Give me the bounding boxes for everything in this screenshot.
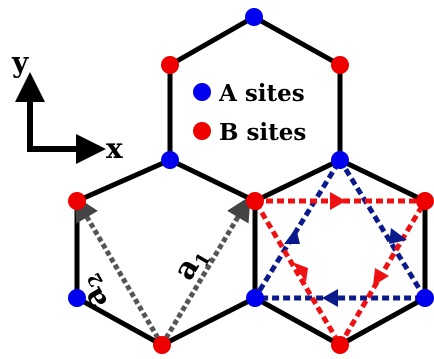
red-arrow-marker-left <box>292 262 308 282</box>
y-axis-label: y <box>11 46 29 79</box>
a-site <box>416 289 434 307</box>
lattice-bond <box>167 157 258 204</box>
b-site <box>153 336 171 354</box>
a-site <box>331 151 349 169</box>
lattice-bond <box>74 157 173 204</box>
coordinate-axes: y x <box>11 46 123 165</box>
legend-a-site-label: A sites <box>218 80 305 107</box>
b-site <box>68 192 86 210</box>
blue-arrow-marker-bottom <box>322 289 338 307</box>
lattice-bond <box>252 157 343 204</box>
nnn-hopping-triangles <box>250 155 430 350</box>
blue-triangle <box>250 155 430 301</box>
lattice-bond <box>159 295 258 348</box>
legend: A sites B sites <box>193 80 306 146</box>
blue-arrow-marker-right <box>389 228 407 244</box>
vector-a1-label: a1 <box>167 241 216 288</box>
legend-b-site-marker <box>193 122 211 140</box>
b-site <box>331 336 349 354</box>
legend-b-site-label: B sites <box>219 119 306 146</box>
vector-a2-arrow <box>74 195 165 347</box>
b-site <box>161 56 179 74</box>
a-site <box>246 289 264 307</box>
lattice-bond <box>252 295 343 348</box>
b-site <box>246 192 264 210</box>
a-site <box>161 151 179 169</box>
lattice-bond <box>74 295 165 348</box>
lattice-bond <box>251 14 343 68</box>
lattice-bond <box>167 14 257 68</box>
red-arrow-marker-top <box>330 192 346 210</box>
red-arrow-marker-right <box>373 268 389 286</box>
red-triangle <box>250 198 430 350</box>
b-site <box>416 192 434 210</box>
lattice-bond <box>337 157 428 204</box>
lattice-bond <box>337 295 428 348</box>
primitive-vectors: a1 a2 <box>74 195 251 347</box>
vector-a1-arrow <box>159 195 251 347</box>
blue-arrow-marker-left <box>284 228 300 244</box>
a-site <box>68 289 86 307</box>
a-site <box>245 8 263 26</box>
b-site <box>331 56 349 74</box>
lattice-sites <box>68 8 434 354</box>
legend-a-site-marker <box>193 83 211 101</box>
x-axis-label: x <box>106 132 123 165</box>
